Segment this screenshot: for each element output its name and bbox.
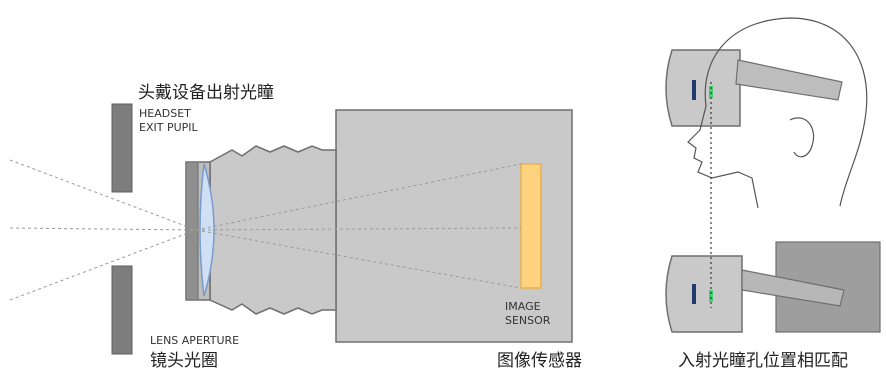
lens-element bbox=[199, 163, 215, 297]
headset-exit-pupil-lower-bar bbox=[111, 265, 133, 355]
headset-front-block-bottom bbox=[665, 255, 743, 333]
eye-marker-blue-bottom bbox=[692, 284, 696, 304]
lens-aperture-label-en: LENS APERTURE bbox=[150, 334, 239, 347]
image-sensor-label-en-line1: IMAGE bbox=[505, 300, 541, 313]
headset-exit-pupil-label-en-line2: EXIT PUPIL bbox=[139, 121, 199, 134]
lens-barrel bbox=[209, 145, 337, 315]
ear-outline bbox=[789, 117, 815, 158]
entrance-pupil-match-caption: 入射光瞳孔位置相匹配 bbox=[678, 351, 848, 371]
camera-optics-diagram: 头戴设备出射光瞳 HEADSET EXIT PUPIL LENS APERTUR… bbox=[9, 83, 582, 371]
eye-marker-green-bottom bbox=[709, 290, 713, 302]
headset-exit-pupil-upper-bar bbox=[111, 103, 133, 193]
camera-lens-barrel-right bbox=[741, 269, 845, 307]
head-outline bbox=[687, 17, 868, 209]
image-sensor bbox=[520, 163, 542, 289]
headset-exit-pupil-label-en-line1: HEADSET bbox=[139, 107, 191, 120]
image-sensor-label-en-line2: SENSOR bbox=[505, 314, 551, 327]
headset-exit-pupil-label-cn: 头戴设备出射光瞳 bbox=[138, 83, 274, 103]
head-headset-diagram: 入射光瞳孔位置相匹配 bbox=[665, 17, 881, 371]
lens-aperture-label-cn: 镜头光圈 bbox=[150, 351, 218, 371]
image-sensor-label-cn: 图像传感器 bbox=[497, 351, 582, 371]
eye-marker-blue-top bbox=[692, 80, 696, 100]
head-strap bbox=[735, 59, 843, 101]
headset-front-block-top bbox=[665, 49, 741, 127]
optical-rays bbox=[9, 159, 522, 301]
